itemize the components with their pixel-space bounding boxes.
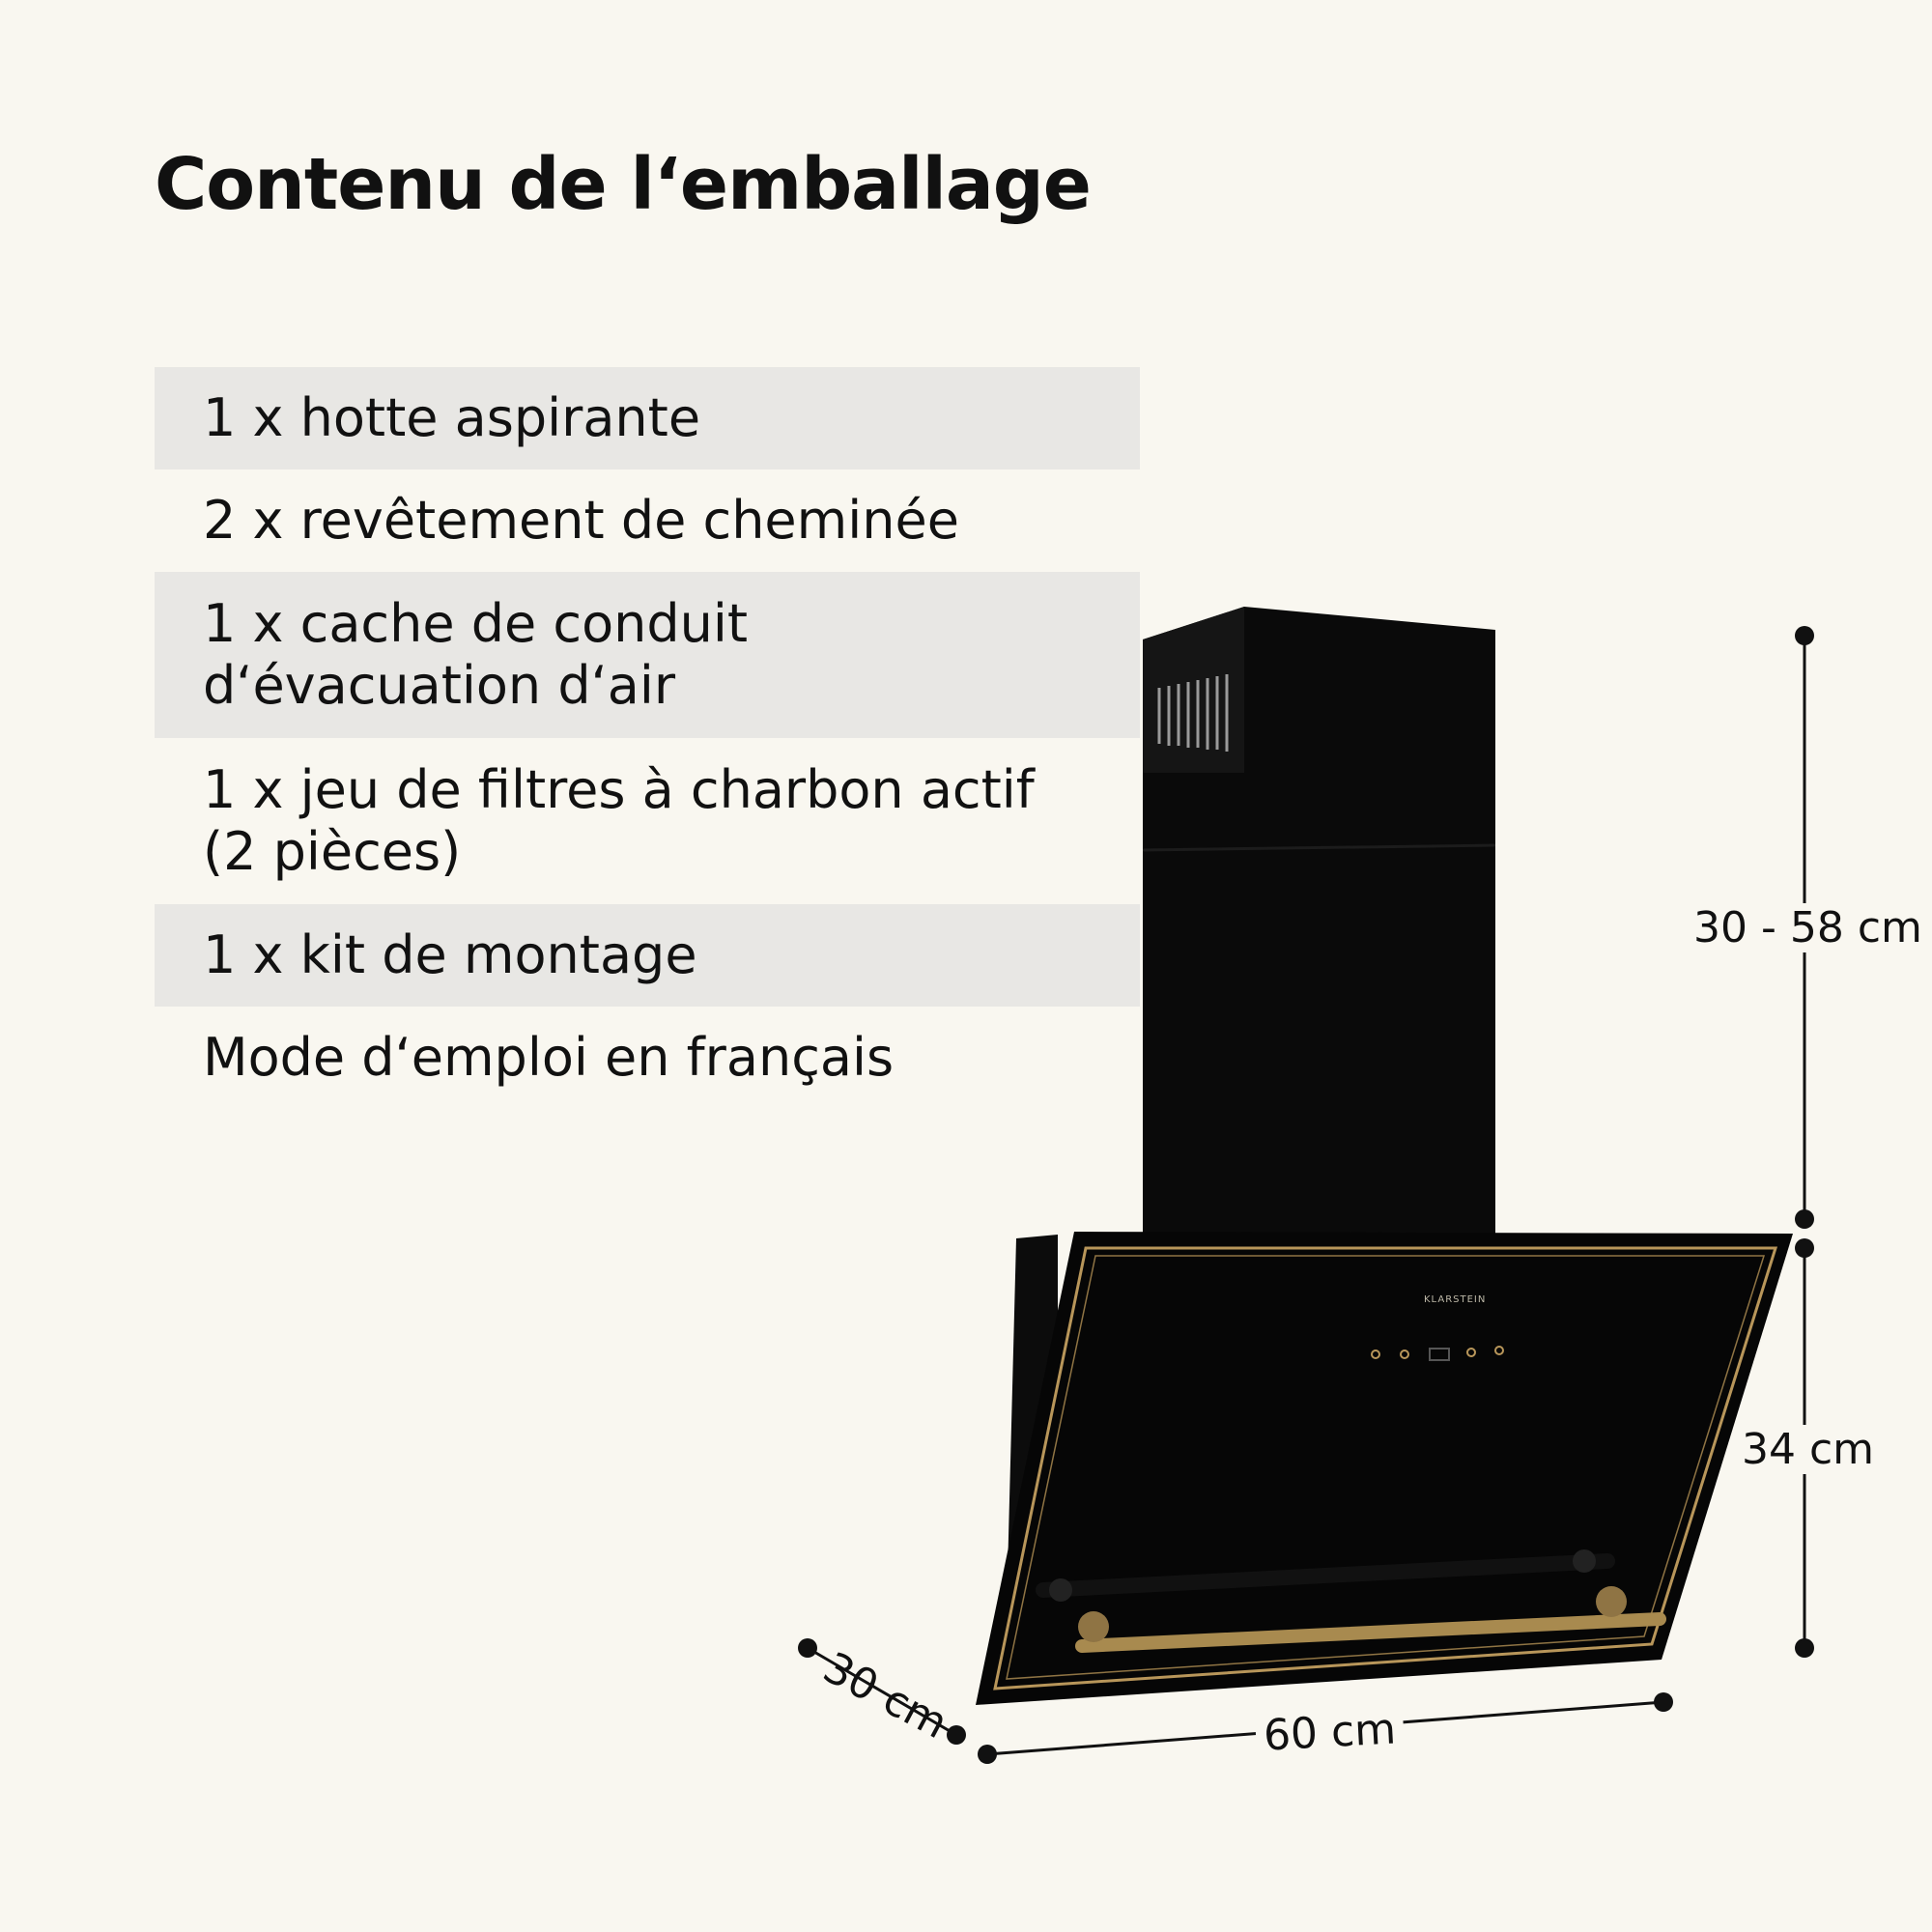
list-item-line: Mode d‘emploi en français — [203, 1027, 895, 1088]
list-item-line: d‘évacuation d‘air — [203, 655, 676, 716]
page-title: Contenu de l‘emballage — [155, 143, 1092, 226]
vent-grille — [1157, 674, 1229, 752]
contents-list: 1 x hotte aspirante 2 x revêtement de ch… — [155, 367, 1140, 1109]
list-item: 1 x cache de conduit d‘évacuation d‘air — [155, 572, 1140, 738]
towel-rail — [1036, 1549, 1666, 1653]
list-item-line: 2 x revêtement de cheminée — [203, 490, 959, 551]
dimension-label-chimney-height: 30 - 58 cm — [1686, 903, 1930, 952]
list-item: 1 x hotte aspirante — [155, 367, 1140, 469]
list-item-line: 1 x jeu de filtres à charbon actif — [203, 759, 1035, 820]
list-item-line: 1 x kit de montage — [203, 924, 697, 985]
hood-body — [976, 1232, 1793, 1705]
brand-logo: KLARSTEIN — [1424, 1294, 1487, 1305]
list-item: 1 x kit de montage — [155, 904, 1140, 1007]
control-buttons — [1371, 1346, 1504, 1361]
list-item: 2 x revêtement de cheminée — [155, 469, 1140, 572]
list-item: Mode d‘emploi en français — [155, 1007, 1140, 1109]
list-item: 1 x jeu de filtres à charbon actif (2 pi… — [155, 738, 1140, 904]
list-item-line: 1 x hotte aspirante — [203, 387, 701, 448]
chimney — [1142, 607, 1496, 1238]
dimension-label-hood-height: 34 cm — [1734, 1425, 1883, 1474]
dimension-label-width: 60 cm — [1254, 1704, 1406, 1761]
list-item-line: (2 pièces) — [203, 821, 462, 882]
list-item-line: 1 x cache de conduit — [203, 593, 749, 654]
